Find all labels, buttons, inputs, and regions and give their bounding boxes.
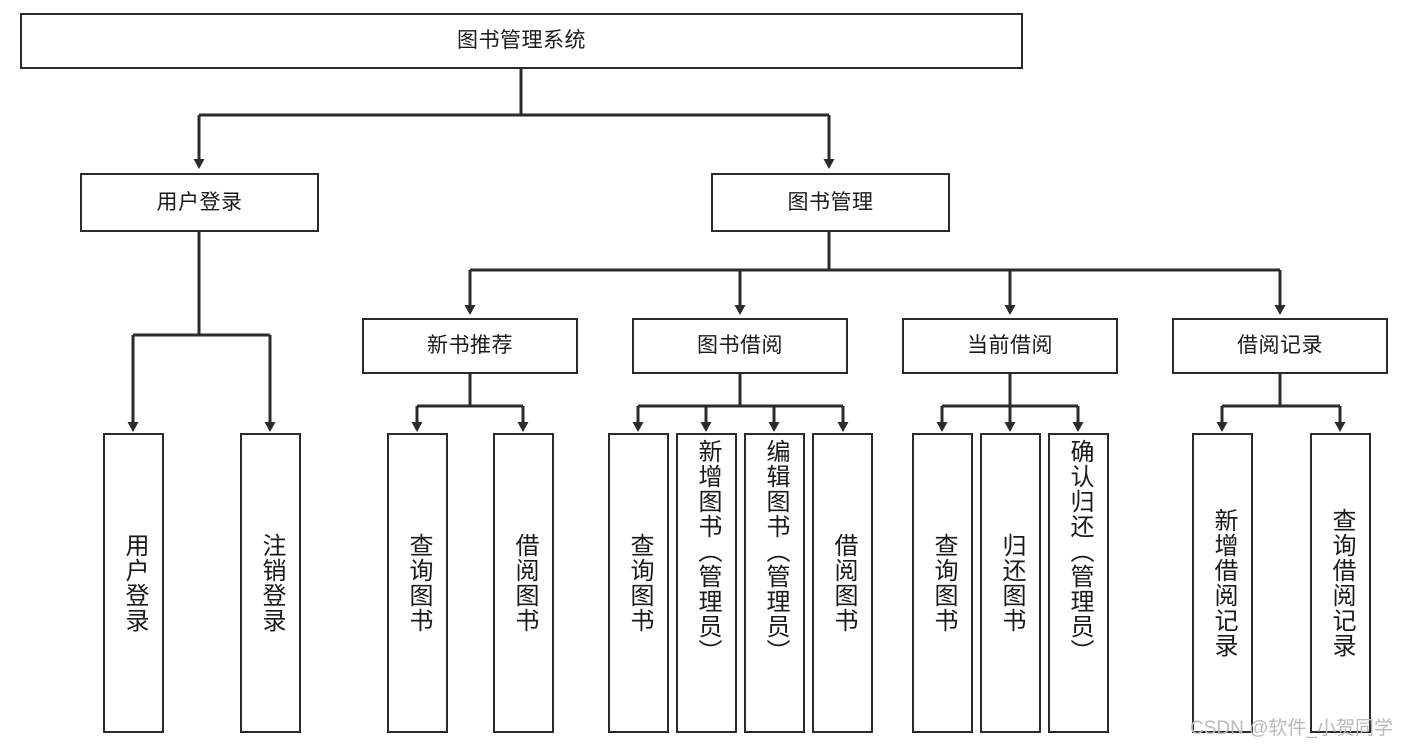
- node-leaf-user-logout-label: 注销登录: [257, 533, 285, 633]
- node-leaf-rec-add-label: 新增借阅记录: [1209, 508, 1237, 658]
- node-new-book-rec[interactable]: 新书推荐: [362, 318, 578, 374]
- node-leaf-rec-search-label: 查询借阅记录: [1327, 508, 1355, 658]
- node-leaf-rec-borrow[interactable]: 借阅图书: [493, 433, 554, 733]
- node-book-mgmt[interactable]: 图书管理: [711, 173, 950, 232]
- node-current-borrow[interactable]: 当前借阅: [902, 318, 1118, 374]
- node-root[interactable]: 图书管理系统: [20, 13, 1023, 69]
- node-leaf-borrow-take[interactable]: 借阅图书: [812, 433, 873, 733]
- node-leaf-borrow-add-label: 新增图书（管理员）: [693, 439, 721, 664]
- node-book-mgmt-label: 图书管理: [787, 190, 874, 214]
- node-leaf-user-logout[interactable]: 注销登录: [240, 433, 301, 733]
- node-leaf-borrow-query[interactable]: 查询图书: [608, 433, 669, 733]
- node-leaf-rec-search[interactable]: 查询借阅记录: [1310, 433, 1371, 733]
- node-book-borrow-label: 图书借阅: [697, 334, 783, 358]
- node-leaf-cur-query-label: 查询图书: [929, 533, 957, 633]
- node-leaf-cur-return[interactable]: 归还图书: [980, 433, 1041, 733]
- node-leaf-rec-add[interactable]: 新增借阅记录: [1192, 433, 1253, 733]
- node-root-label: 图书管理系统: [457, 29, 586, 53]
- node-leaf-borrow-edit-label: 编辑图书（管理员）: [761, 439, 789, 664]
- node-user-login-label: 用户登录: [156, 190, 243, 214]
- node-leaf-cur-query[interactable]: 查询图书: [912, 433, 973, 733]
- node-leaf-borrow-take-label: 借阅图书: [829, 533, 857, 633]
- node-leaf-rec-query-label: 查询图书: [404, 533, 432, 633]
- node-leaf-rec-borrow-label: 借阅图书: [510, 533, 538, 633]
- node-leaf-cur-confirm-label: 确认归还（管理员）: [1065, 439, 1093, 664]
- node-current-borrow-label: 当前借阅: [967, 334, 1053, 358]
- node-leaf-user-login-label: 用户登录: [120, 533, 148, 633]
- node-leaf-borrow-query-label: 查询图书: [625, 533, 653, 633]
- node-leaf-borrow-edit[interactable]: 编辑图书（管理员）: [744, 433, 805, 733]
- node-user-login[interactable]: 用户登录: [80, 173, 319, 232]
- node-leaf-rec-query[interactable]: 查询图书: [387, 433, 448, 733]
- node-book-borrow[interactable]: 图书借阅: [632, 318, 848, 374]
- node-new-book-rec-label: 新书推荐: [427, 334, 513, 358]
- node-borrow-record-label: 借阅记录: [1237, 334, 1323, 358]
- node-leaf-borrow-add[interactable]: 新增图书（管理员）: [676, 433, 737, 733]
- node-leaf-cur-confirm[interactable]: 确认归还（管理员）: [1048, 433, 1109, 733]
- node-borrow-record[interactable]: 借阅记录: [1172, 318, 1388, 374]
- node-leaf-user-login[interactable]: 用户登录: [103, 433, 164, 733]
- node-leaf-cur-return-label: 归还图书: [997, 533, 1025, 633]
